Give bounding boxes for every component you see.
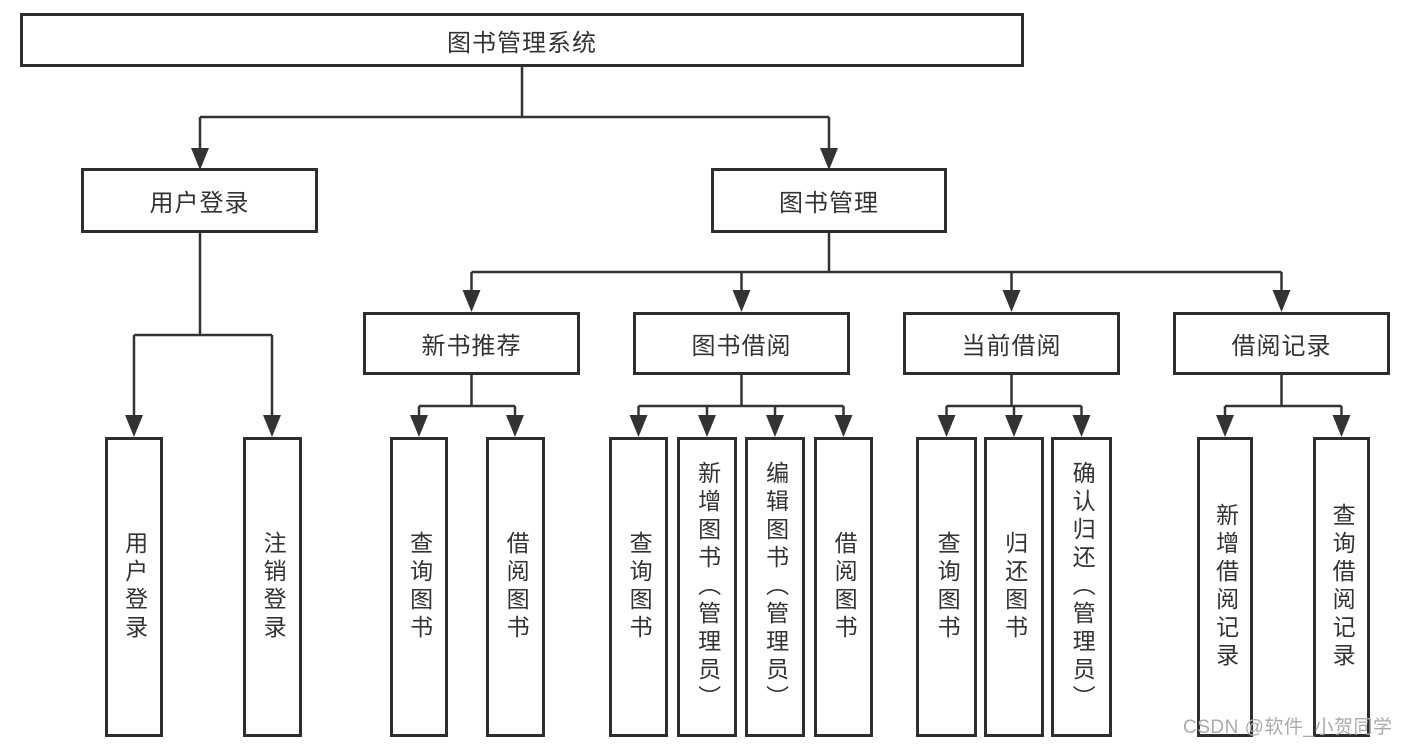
leaf-logout-login: 注销登录 xyxy=(243,437,302,737)
leaf-current-confirm-return-admin: 确认归还（管理员） xyxy=(1051,437,1112,737)
node-root: 图书管理系统 xyxy=(20,13,1024,67)
arrowheads xyxy=(125,148,1351,437)
leaf-records-add-record: 新增借阅记录 xyxy=(1197,437,1253,737)
leaf-current-query-book: 查询图书 xyxy=(916,437,977,737)
node-book-management: 图书管理 xyxy=(711,168,947,233)
leaf-borrow-query-book: 查询图书 xyxy=(609,437,668,737)
node-book-borrow: 图书借阅 xyxy=(633,312,850,375)
leaf-user-login: 用户登录 xyxy=(105,437,163,737)
node-user-login: 用户登录 xyxy=(81,168,318,233)
leaf-newrec-borrow-book: 借阅图书 xyxy=(486,437,545,737)
leaf-borrow-edit-book-admin: 编辑图书（管理员） xyxy=(745,437,805,737)
leaf-records-query-record: 查询借阅记录 xyxy=(1313,437,1370,737)
node-borrow-records: 借阅记录 xyxy=(1173,312,1390,375)
node-new-book-recommend: 新书推荐 xyxy=(363,312,580,375)
leaf-borrow-add-book-admin: 新增图书（管理员） xyxy=(677,437,737,737)
leaf-current-return-book: 归还图书 xyxy=(984,437,1044,737)
node-current-borrow: 当前借阅 xyxy=(903,312,1120,375)
leaf-borrow-borrow-book: 借阅图书 xyxy=(814,437,873,737)
leaf-newrec-query-book: 查询图书 xyxy=(390,437,448,737)
watermark: CSDN @软件_小贺同学 xyxy=(1183,717,1393,738)
